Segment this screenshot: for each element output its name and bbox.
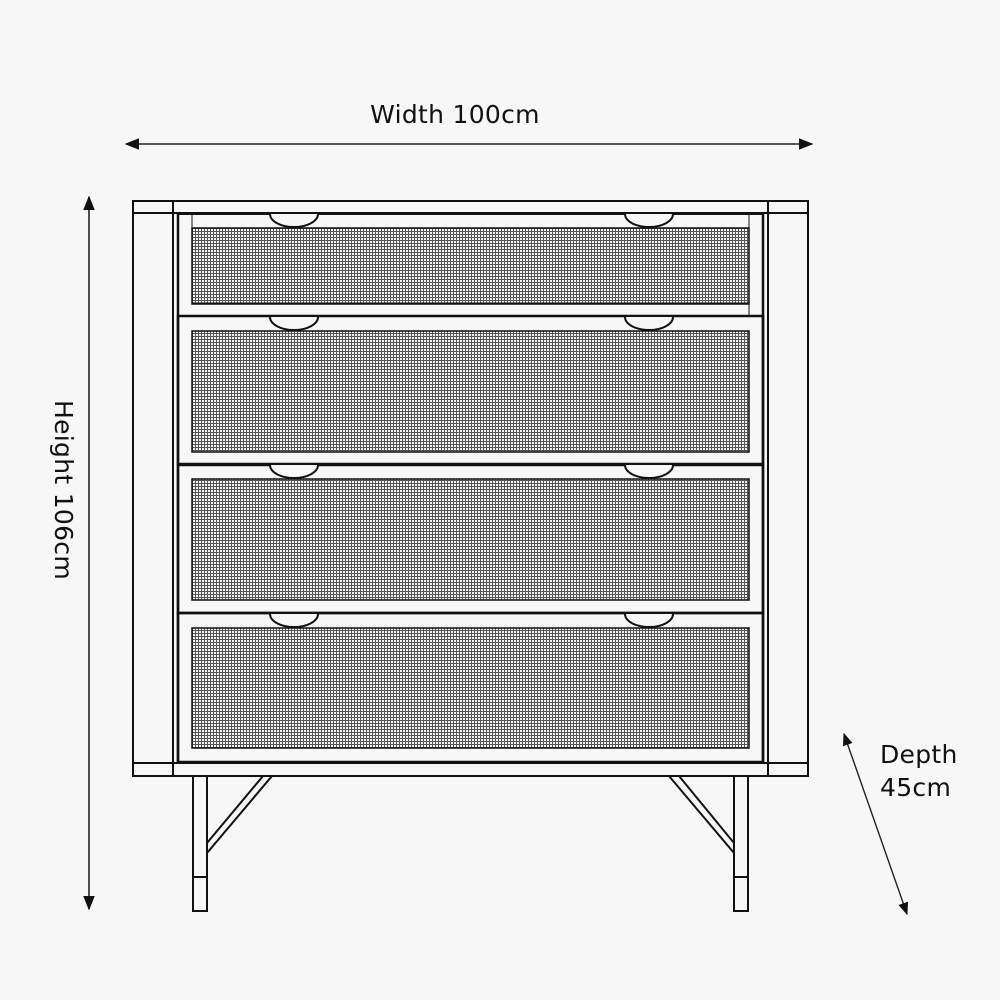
- handle-icon: [269, 316, 319, 331]
- handle-icon: [269, 213, 319, 228]
- drawers: [176, 213, 765, 764]
- handle-icon: [624, 464, 674, 479]
- legs: [192, 775, 749, 912]
- handle-icon: [624, 316, 674, 331]
- depth-arrow: [842, 732, 909, 916]
- drawer-3: [176, 451, 765, 615]
- handle-icon: [624, 613, 674, 628]
- drawer-2: [176, 302, 765, 466]
- leg-left: [192, 775, 273, 912]
- width-label: Width 100cm: [370, 100, 540, 129]
- handle-icon: [269, 613, 319, 628]
- carcass: [132, 200, 809, 777]
- drawer-4: [176, 599, 765, 764]
- drawer-1: [177, 213, 764, 317]
- handle-icon: [624, 213, 674, 228]
- handle-icon: [269, 464, 319, 479]
- leg-right: [668, 775, 749, 912]
